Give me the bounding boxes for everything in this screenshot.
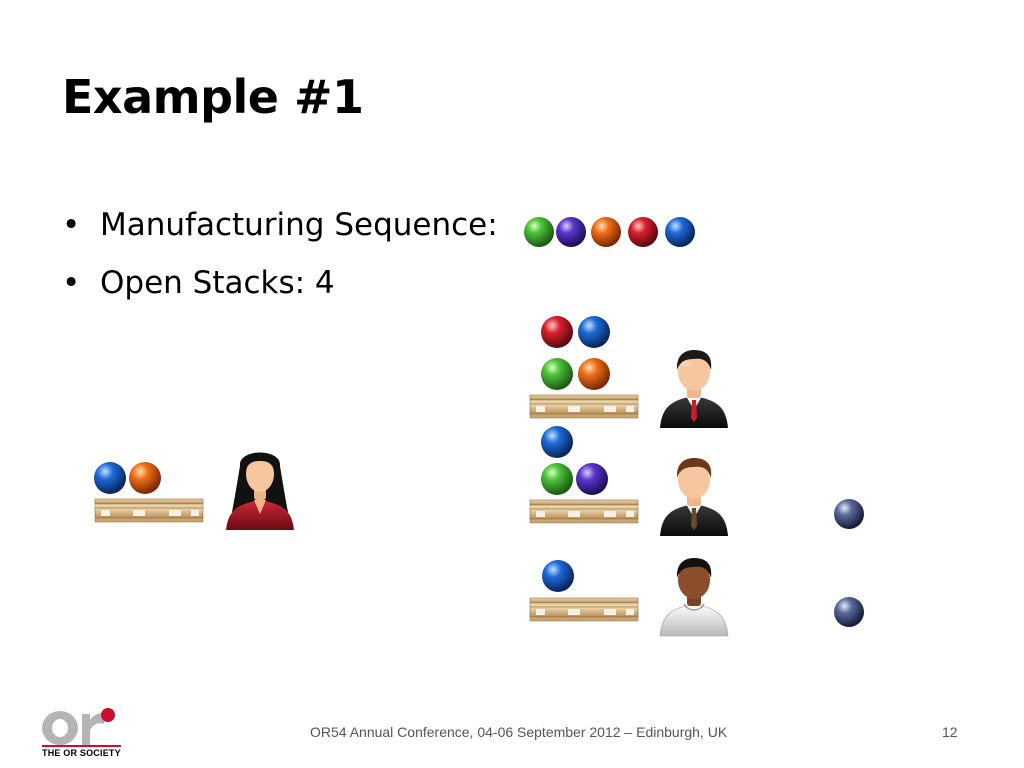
bullet-manufacturing-sequence: Manufacturing Sequence: (62, 203, 498, 261)
pallet-icon (94, 498, 204, 523)
bullet-open-stacks: Open Stacks: 4 (62, 261, 498, 319)
green-ball-icon (524, 217, 554, 247)
purple-ball-icon (576, 463, 608, 495)
man-suit-avatar-icon (660, 350, 728, 428)
orange-ball-icon (591, 217, 621, 247)
footer-conference: OR54 Annual Conference, 04-06 September … (310, 724, 728, 740)
stack-man-brown (529, 426, 864, 536)
stack-man-casual (529, 557, 864, 637)
stack-man-suit (529, 316, 728, 428)
woman-avatar-icon (226, 452, 294, 530)
blue-ball-icon (542, 560, 574, 592)
man-casual-avatar-icon (659, 557, 729, 637)
bullet-list: Manufacturing Sequence: Open Stacks: 4 (62, 203, 498, 319)
red-ball-icon (541, 316, 573, 348)
grey-ball-icon (834, 499, 864, 529)
blue-ball-icon (541, 426, 573, 458)
pallet-icon (529, 394, 639, 419)
slide-title: Example #1 (62, 70, 364, 124)
orange-ball-icon (578, 358, 610, 390)
red-ball-icon (628, 217, 658, 247)
blue-ball-icon (665, 217, 695, 247)
man-brown-avatar-icon (660, 458, 728, 536)
purple-ball-icon (556, 217, 586, 247)
stack-woman (94, 452, 294, 530)
grey-ball-icon (834, 597, 864, 627)
page-number: 12 (942, 724, 958, 740)
green-ball-icon (541, 463, 573, 495)
or-society-logo (42, 708, 115, 746)
diagram-art (94, 217, 864, 637)
sequence-balls (524, 217, 695, 247)
blue-ball-icon (578, 316, 610, 348)
green-ball-icon (541, 358, 573, 390)
orange-ball-icon (129, 462, 161, 494)
blue-ball-icon (94, 462, 126, 494)
pallet-icon (529, 597, 639, 622)
logo-caption: THE OR SOCIETY (42, 745, 121, 758)
pallet-icon (529, 499, 639, 524)
